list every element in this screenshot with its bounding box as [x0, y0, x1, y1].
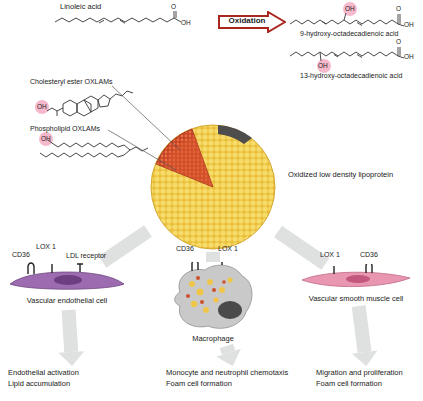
- node-text: Lipid accumulation: [8, 379, 138, 388]
- receptor-label: LOX 1: [320, 251, 340, 259]
- hydroxyl-label: OH: [41, 135, 51, 142]
- compound-name: 13-hydroxy-octadecadienoic acid: [300, 72, 402, 80]
- hydroxyl-label: OH: [37, 103, 47, 110]
- compound-class: Phospholipid OXLAMs: [30, 125, 100, 133]
- receptor-label: LOX 1: [218, 245, 238, 253]
- node-text: Foam cell formation: [316, 379, 420, 388]
- macrophage-cell: Macrophage: [170, 262, 256, 346]
- flow-arrow: [58, 310, 84, 366]
- node-text: Monocyte and neutrophil chemotaxis: [166, 368, 308, 377]
- flow-arrow: [102, 231, 148, 262]
- node-text: Migration and proliferation: [316, 368, 420, 377]
- atom-label: O: [171, 3, 176, 10]
- node-text: Macrophage: [170, 334, 256, 343]
- node-text: Oxidized low density lipoprotein: [288, 170, 408, 179]
- receptor-label: CD36: [360, 251, 378, 259]
- flow-arrow: [278, 232, 325, 264]
- oxidation-arrow: Oxidation: [218, 11, 286, 33]
- receptor-label: CD36: [12, 251, 30, 259]
- node-text: Vascular smooth muscle cell: [300, 294, 412, 303]
- hydroxyl-label: OH: [318, 62, 328, 69]
- smooth-muscle-cell-outline: [300, 264, 412, 290]
- hydroxyl-label: OH: [345, 5, 355, 12]
- node-text: Oxidation: [218, 16, 276, 26]
- node-text: Vascular endothelial cell: [8, 296, 126, 305]
- atom-label: O: [396, 38, 401, 45]
- node-text: Endothelial activation: [8, 368, 138, 377]
- lipoprotein-particle: Oxidized low density lipoprotein: [148, 122, 278, 252]
- compound-name: 9-hydroxy-octadecadienoic acid: [300, 30, 398, 38]
- outcome-text: Monocyte and neutrophil chemotaxisFoam c…: [166, 366, 308, 392]
- endothelial-cell-outline: [8, 262, 126, 294]
- receptor-label: LOX 1: [36, 243, 56, 251]
- flow-arrow: [216, 346, 241, 366]
- atom-label: O: [396, 5, 401, 12]
- macrophage-cell-outline: [170, 262, 256, 332]
- atom-label: OH: [404, 21, 414, 28]
- receptor-label: LDL receptor: [66, 252, 106, 260]
- compound-name: Linoleic acid: [60, 3, 101, 11]
- smooth-muscle-cell: Vascular smooth muscle cell: [300, 264, 412, 306]
- endothelial-cell: Vascular endothelial cell: [8, 262, 126, 310]
- outcome-text: Endothelial activationLipid accumulation: [8, 366, 138, 392]
- atom-label: OH: [181, 19, 191, 26]
- lipoprotein-particle-outline: [148, 122, 278, 252]
- node-text: Foam cell formation: [166, 379, 308, 388]
- outcome-text: Migration and proliferationFoam cell for…: [316, 366, 420, 392]
- flow-arrow: [213, 252, 214, 262]
- receptor-label: CD36: [176, 245, 194, 253]
- atom-label: OH: [404, 53, 414, 60]
- compound-class: Cholesteryl ester OXLAMs: [30, 78, 112, 86]
- flow-arrow: [352, 306, 378, 366]
